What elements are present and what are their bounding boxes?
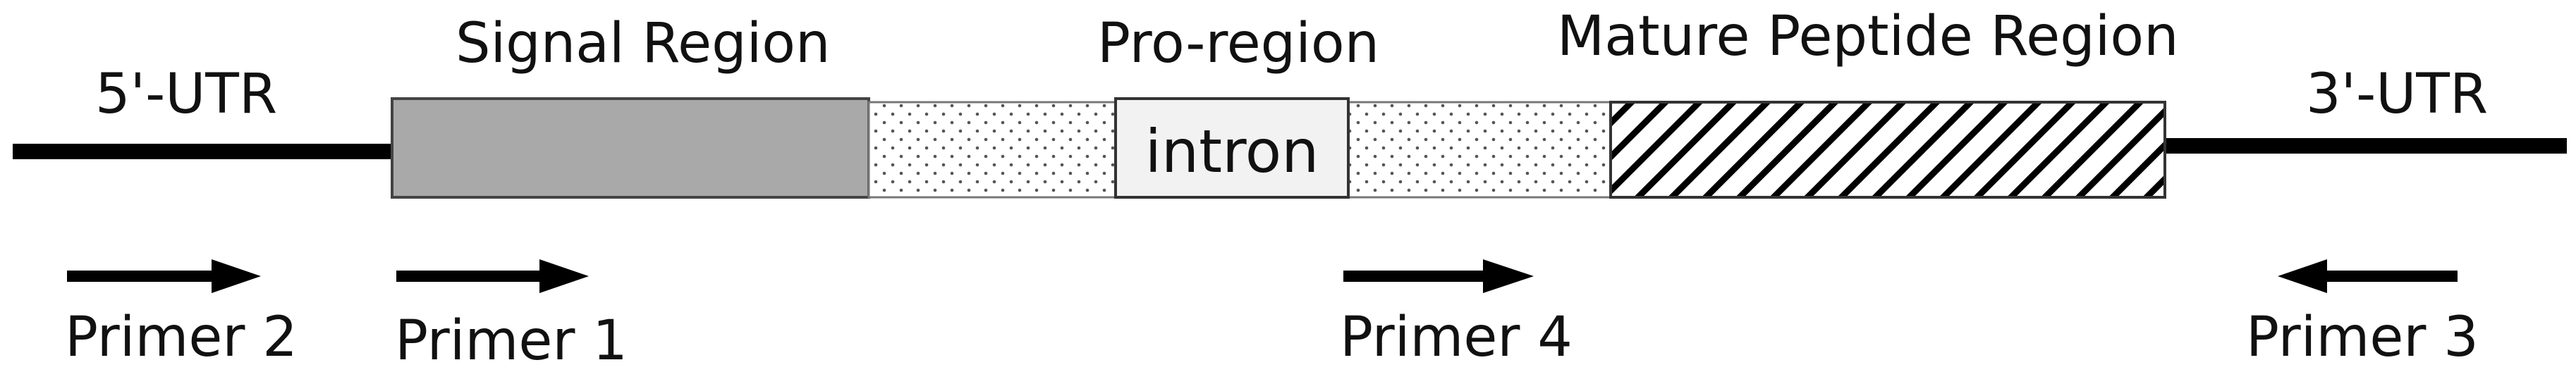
- intron-block: [1114, 97, 1350, 199]
- primer-2-label: Primer 2: [65, 306, 298, 369]
- pro-region-block-left: [867, 101, 1117, 199]
- pro-region-block-right: [1347, 101, 1612, 199]
- primer-2-arrow-icon: [67, 259, 261, 293]
- primer-3-arrow-icon: [2278, 259, 2458, 293]
- intron-label: intron: [1145, 117, 1319, 186]
- primer-4-label: Primer 4: [1340, 306, 1573, 369]
- mature-peptide-region-label: Mature Peptide Region: [1557, 5, 2179, 68]
- primer-3-label: Primer 3: [2246, 306, 2479, 369]
- signal-region-label: Signal Region: [456, 12, 830, 75]
- utr3-label: 3'-UTR: [2306, 63, 2488, 126]
- mature-peptide-block: [1609, 101, 2166, 199]
- utr5-label: 5'-UTR: [95, 63, 277, 126]
- primer-4-arrow-icon: [1343, 259, 1534, 293]
- primer-1-label: Primer 1: [395, 309, 628, 372]
- pro-region-label: Pro-region: [1097, 12, 1379, 75]
- signal-region-block: [391, 97, 870, 199]
- primer-1-arrow-icon: [396, 259, 589, 293]
